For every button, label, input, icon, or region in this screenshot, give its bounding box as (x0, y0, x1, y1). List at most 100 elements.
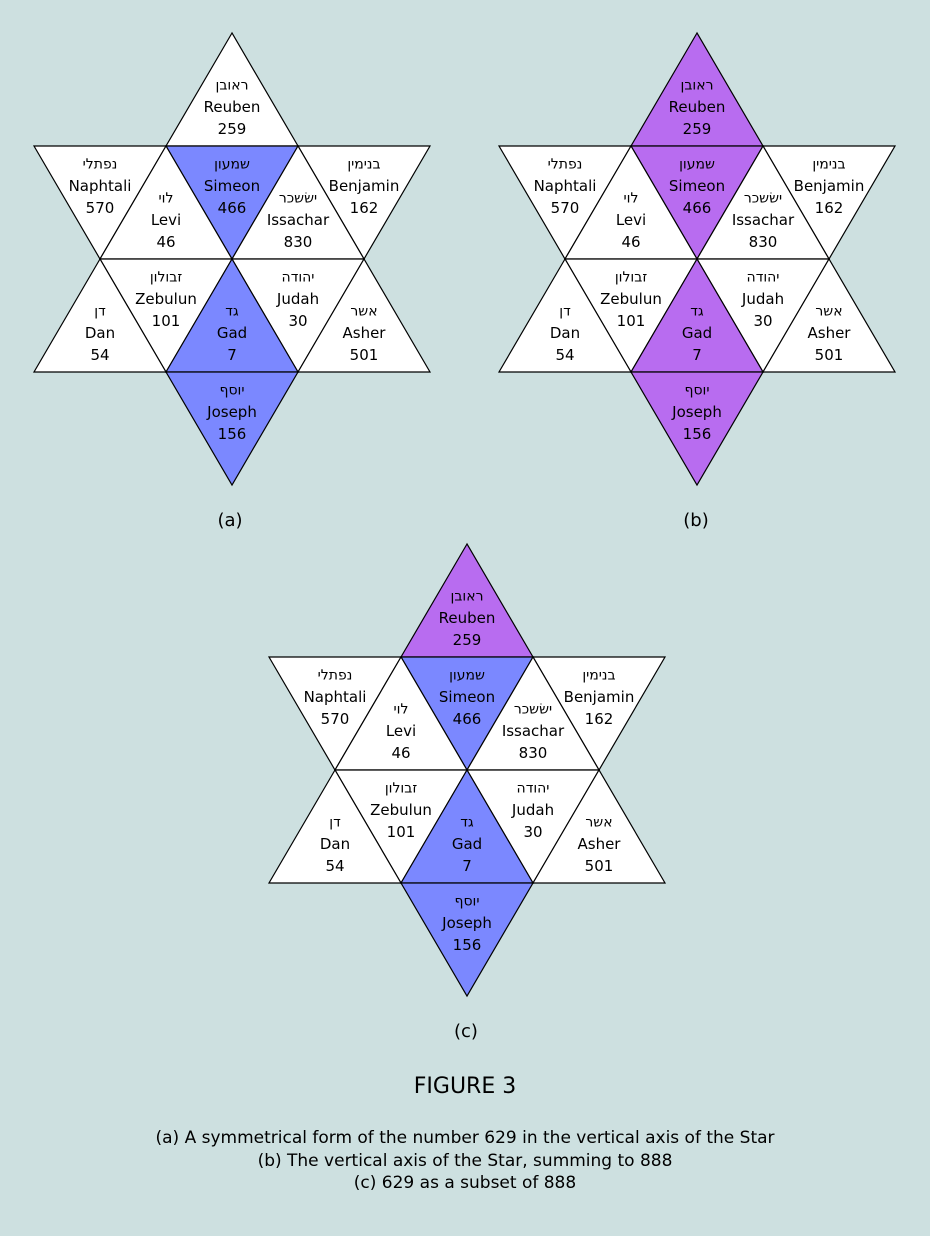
tribe-triangle-asher (761, 257, 897, 373)
tribe-hebrew-reuben: ראובן (451, 589, 484, 605)
tribe-hebrew-zebulun: זבולון (150, 270, 182, 286)
tribe-name-dan: Dan (550, 324, 580, 342)
tribe-hebrew-benjamin: בנימין (582, 668, 615, 684)
tribe-triangle-dan (497, 257, 633, 373)
tribe-value-dan: 54 (325, 857, 344, 875)
caption-c: (c) 629 as a subset of 888 (353, 1173, 577, 1193)
tribe-value-reuben: 259 (453, 631, 482, 649)
tribe-value-judah: 30 (523, 823, 542, 841)
tribe-value-asher: 501 (350, 346, 379, 364)
tribe-cell-issachar: ישׂשכר Issachar 830 (465, 655, 601, 771)
tribe-value-zebulun: 101 (617, 312, 646, 330)
tribe-value-joseph: 156 (683, 425, 712, 443)
tribe-hebrew-joseph: יוסף (685, 383, 710, 399)
tribe-value-asher: 501 (585, 857, 614, 875)
tribe-hebrew-dan: דן (329, 815, 341, 831)
tribe-value-dan: 54 (90, 346, 109, 364)
star-diagram: ראובןReuben259נפתליNaphtali570שמעוןSimeo… (267, 542, 667, 998)
tribe-value-issachar: 830 (284, 233, 313, 251)
star-a-label: (a) (217, 510, 243, 531)
tribe-value-gad: 7 (462, 857, 472, 875)
star-diagram: ראובןReuben259נפתליNaphtali570שמעוןSimeo… (32, 31, 432, 487)
tribe-triangle-dan (32, 257, 168, 373)
tribe-value-benjamin: 162 (815, 199, 844, 217)
tribe-name-judah: Judah (511, 801, 554, 819)
tribe-name-joseph: Joseph (671, 403, 722, 421)
tribe-hebrew-judah: יהודה (517, 781, 550, 797)
tribe-name-gad: Gad (682, 324, 712, 342)
tribe-hebrew-reuben: ראובן (216, 78, 249, 94)
figure-captions: (a) A symmetrical form of the number 629… (0, 1127, 930, 1195)
tribe-name-simeon: Simeon (439, 688, 495, 706)
tribe-hebrew-zebulun: זבולון (385, 781, 417, 797)
tribe-hebrew-issachar: ישׂשכר (744, 191, 782, 207)
tribe-hebrew-asher: אשר (815, 304, 842, 320)
tribe-name-asher: Asher (578, 835, 622, 853)
tribe-value-benjamin: 162 (585, 710, 614, 728)
tribe-name-benjamin: Benjamin (329, 177, 400, 195)
tribe-hebrew-benjamin: בנימין (347, 157, 380, 173)
tribe-hebrew-asher: אשר (350, 304, 377, 320)
tribe-name-issachar: Issachar (502, 722, 565, 740)
tribe-value-asher: 501 (815, 346, 844, 364)
tribe-value-levi: 46 (621, 233, 640, 251)
tribe-value-joseph: 156 (218, 425, 247, 443)
tribe-hebrew-simeon: שמעון (214, 157, 250, 173)
tribe-name-reuben: Reuben (669, 98, 726, 116)
tribe-name-simeon: Simeon (669, 177, 725, 195)
tribe-cell-reuben: ראובן Reuben 259 (164, 31, 300, 147)
tribe-hebrew-issachar: ישׂשכר (514, 702, 552, 718)
tribe-hebrew-dan: דן (559, 304, 571, 320)
tribe-hebrew-simeon: שמעון (679, 157, 715, 173)
tribe-hebrew-joseph: יוסף (220, 383, 245, 399)
tribe-value-naphtali: 570 (551, 199, 580, 217)
tribe-value-zebulun: 101 (387, 823, 416, 841)
tribe-name-judah: Judah (276, 290, 319, 308)
tribe-name-reuben: Reuben (204, 98, 261, 116)
tribe-hebrew-judah: יהודה (747, 270, 780, 286)
tribe-name-benjamin: Benjamin (794, 177, 865, 195)
tribe-name-issachar: Issachar (732, 211, 795, 229)
tribe-name-benjamin: Benjamin (564, 688, 635, 706)
tribe-hebrew-judah: יהודה (282, 270, 315, 286)
tribe-triangle-joseph (164, 371, 300, 487)
tribe-hebrew-levi: לוי (624, 191, 639, 207)
tribe-value-judah: 30 (753, 312, 772, 330)
tribe-value-gad: 7 (227, 346, 237, 364)
star-c-label: (c) (454, 1021, 478, 1042)
tribe-name-gad: Gad (217, 324, 247, 342)
tribe-value-zebulun: 101 (152, 312, 181, 330)
tribe-name-asher: Asher (808, 324, 852, 342)
tribe-name-levi: Levi (616, 211, 646, 229)
tribe-value-dan: 54 (555, 346, 574, 364)
tribe-name-judah: Judah (741, 290, 784, 308)
caption-a: (a) A symmetrical form of the number 629… (155, 1128, 775, 1148)
tribe-value-issachar: 830 (519, 744, 548, 762)
tribe-cell-joseph: יוסף Joseph 156 (164, 371, 300, 487)
tribe-value-reuben: 259 (218, 120, 247, 138)
tribe-hebrew-simeon: שמעון (449, 668, 485, 684)
tribe-hebrew-zebulun: זבולון (615, 270, 647, 286)
tribe-cell-asher: אשר Asher 501 (761, 257, 897, 373)
tribe-cell-joseph: יוסף Joseph 156 (629, 371, 765, 487)
tribe-hebrew-naphtali: נפתלי (83, 157, 118, 173)
tribe-name-joseph: Joseph (206, 403, 257, 421)
tribe-name-issachar: Issachar (267, 211, 330, 229)
tribe-triangle-asher (531, 768, 667, 884)
tribe-hebrew-gad: גד (690, 304, 704, 320)
tribe-value-naphtali: 570 (321, 710, 350, 728)
tribe-name-naphtali: Naphtali (69, 177, 132, 195)
tribe-name-levi: Levi (151, 211, 181, 229)
